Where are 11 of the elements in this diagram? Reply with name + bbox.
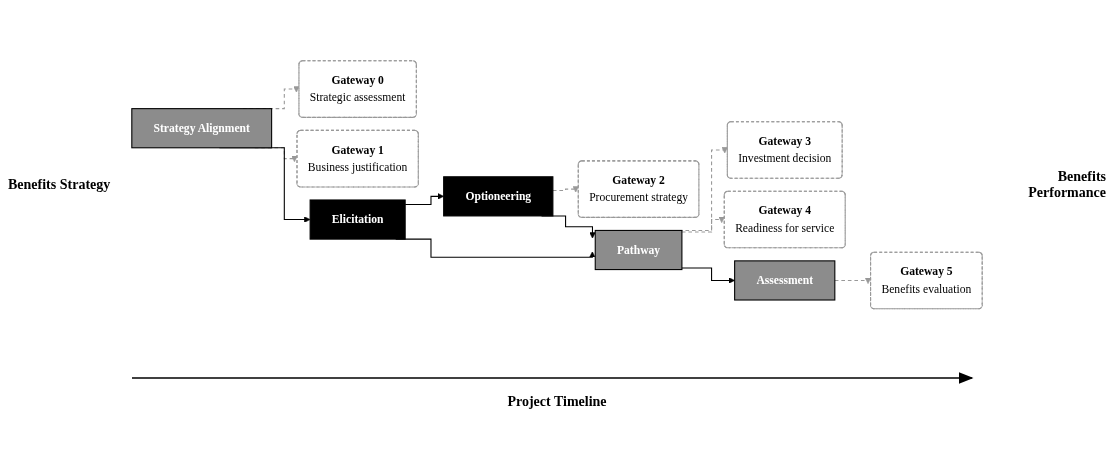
side-label: Benefits Performance — [1027, 169, 1107, 201]
node-box: Strategy Alignment — [131, 108, 273, 149]
node-box: Pathway — [594, 230, 683, 271]
side-label: Benefits Strategy — [7, 177, 112, 193]
arrow — [681, 267, 735, 284]
node-box: Optioneering — [443, 176, 554, 217]
arrow — [552, 186, 579, 193]
node-box: Elicitation — [309, 199, 406, 240]
axis-title: Project Timeline — [507, 394, 607, 410]
node-box: Assessment — [734, 260, 836, 301]
arrow — [681, 216, 725, 233]
